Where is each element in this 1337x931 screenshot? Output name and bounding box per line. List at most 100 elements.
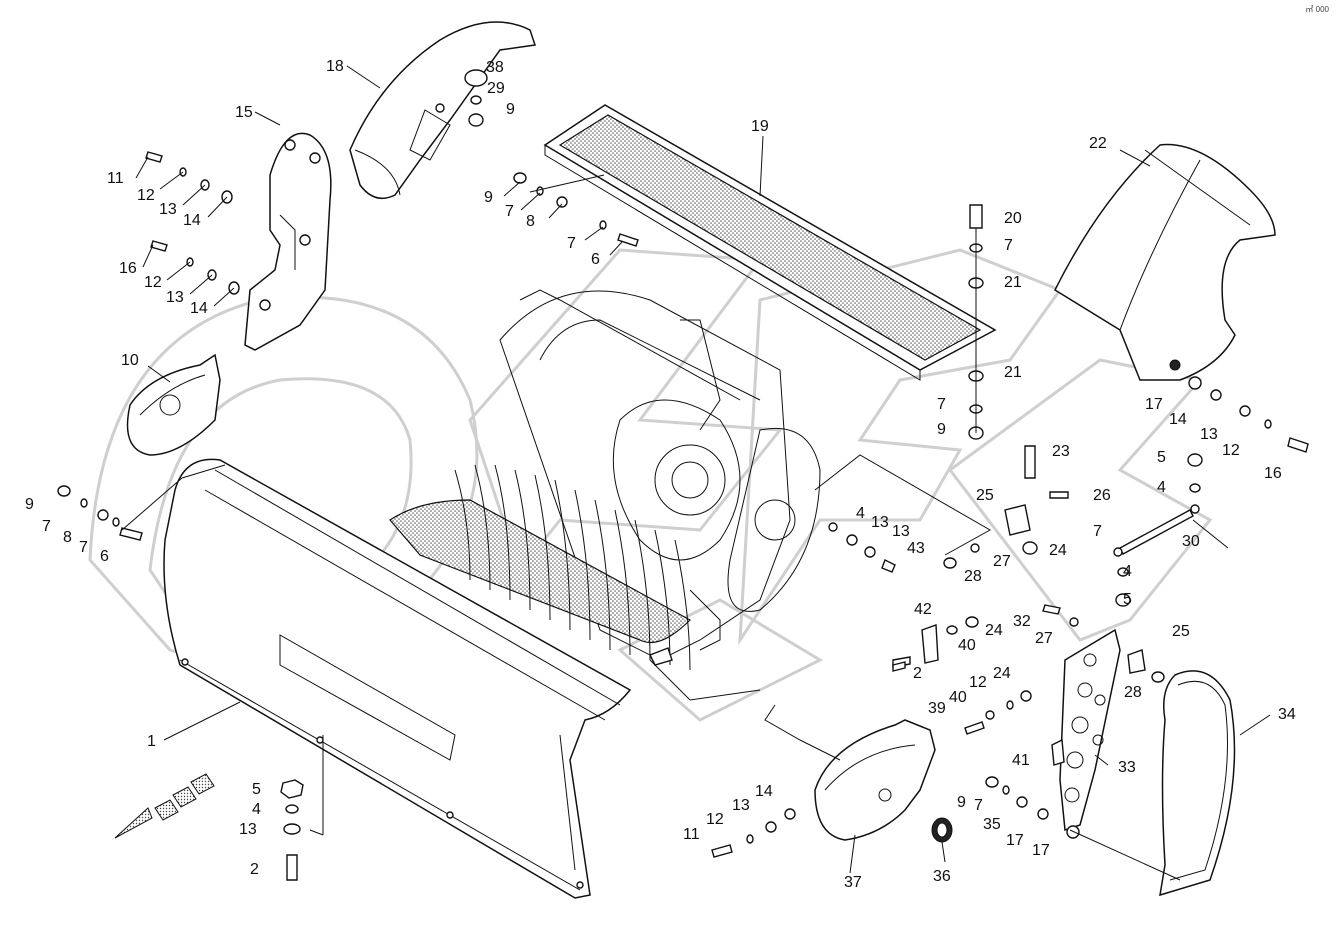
callout-35: 35	[983, 816, 1001, 833]
callout-24: 24	[985, 622, 1003, 639]
callout-14: 14	[755, 783, 773, 800]
side-plate-part	[244, 132, 332, 351]
callout-22: 22	[1089, 135, 1107, 152]
callout-13: 13	[732, 797, 750, 814]
callout-41: 41	[1012, 752, 1030, 769]
callout-40: 40	[958, 637, 976, 654]
callout-13: 13	[871, 514, 889, 531]
callout-12: 12	[706, 811, 724, 828]
callout-7: 7	[1004, 237, 1013, 254]
rotor-assembly	[389, 289, 821, 671]
callout-34: 34	[1278, 706, 1296, 723]
gas-strut-part	[1113, 504, 1200, 557]
callout-7: 7	[1093, 523, 1102, 540]
callout-7: 7	[937, 396, 946, 413]
callout-6: 6	[591, 251, 600, 268]
callout-4: 4	[252, 801, 261, 818]
callout-43: 43	[907, 540, 925, 557]
callout-7: 7	[42, 518, 51, 535]
callout-29: 29	[487, 80, 505, 97]
callout-16: 16	[1264, 465, 1282, 482]
hinge-bracket-part	[1004, 504, 1146, 674]
callout-12: 12	[969, 674, 987, 691]
callout-32: 32	[1013, 613, 1031, 630]
callout-24: 24	[1049, 542, 1067, 559]
callout-27: 27	[1035, 630, 1053, 647]
callout-38: 38	[486, 59, 504, 76]
callout-5: 5	[252, 781, 261, 798]
mesh-cover-part	[543, 104, 997, 381]
direction-arrow	[114, 773, 215, 839]
callout-14: 14	[190, 300, 208, 317]
corner-mark: ㎡ 000	[1305, 5, 1329, 14]
callout-2: 2	[913, 665, 922, 682]
callout-5: 5	[1157, 449, 1166, 466]
callout-9: 9	[957, 794, 966, 811]
callout-2: 2	[250, 861, 259, 878]
assembly-outline	[649, 454, 992, 761]
callout-26: 26	[1093, 487, 1111, 504]
callout-15: 15	[235, 104, 253, 121]
callouts: 1 2 2 4 4 4 4 5 5 5 6 6 7 7 7 7 7 7 7 7 …	[25, 58, 1296, 891]
rotor-tines	[454, 464, 691, 671]
hardware-items	[57, 69, 1309, 881]
callout-7: 7	[974, 797, 983, 814]
callout-28: 28	[964, 568, 982, 585]
callout-4: 4	[856, 505, 865, 522]
callout-11: 11	[107, 170, 124, 187]
callout-25: 25	[976, 487, 994, 504]
callout-16: 16	[119, 260, 137, 277]
callout-9: 9	[937, 421, 946, 438]
callout-39: 39	[928, 700, 946, 717]
callout-28: 28	[1124, 684, 1142, 701]
callout-12: 12	[144, 274, 162, 291]
callout-9: 9	[25, 496, 34, 513]
callout-42: 42	[914, 601, 932, 618]
callout-27: 27	[993, 553, 1011, 570]
callout-9: 9	[484, 189, 493, 206]
callout-13: 13	[892, 523, 910, 540]
callout-4: 4	[1123, 563, 1132, 580]
callout-24: 24	[993, 665, 1011, 682]
callout-33: 33	[1118, 759, 1136, 776]
callout-5: 5	[1123, 591, 1132, 608]
callout-17: 17	[1032, 842, 1050, 859]
callout-23: 23	[1052, 443, 1070, 460]
callout-36: 36	[933, 868, 951, 885]
callout-21: 21	[1004, 364, 1022, 381]
callout-4: 4	[1157, 479, 1166, 496]
callout-8: 8	[63, 529, 72, 546]
callout-13: 13	[239, 821, 257, 838]
front-cover-panel	[163, 458, 632, 899]
callout-14: 14	[183, 212, 201, 229]
callout-9: 9	[506, 101, 515, 118]
callout-21: 21	[1004, 274, 1022, 291]
callout-37: 37	[844, 874, 862, 891]
belt-part	[1159, 670, 1236, 897]
callout-19: 19	[751, 118, 769, 135]
callout-20: 20	[1004, 210, 1022, 227]
callout-25: 25	[1172, 623, 1190, 640]
small-cover-part	[126, 353, 221, 456]
callout-14: 14	[1169, 411, 1187, 428]
grommet-part	[931, 817, 953, 843]
callout-7: 7	[79, 539, 88, 556]
callout-13: 13	[159, 201, 177, 218]
callout-12: 12	[137, 187, 155, 204]
callout-40: 40	[949, 689, 967, 706]
callout-1: 1	[147, 733, 156, 750]
callout-12: 12	[1222, 442, 1240, 459]
callout-7: 7	[567, 235, 576, 252]
callout-17: 17	[1145, 396, 1163, 413]
callout-10: 10	[121, 352, 139, 369]
callout-13: 13	[1200, 426, 1218, 443]
callout-13: 13	[166, 289, 184, 306]
side-bracket-part	[1059, 628, 1121, 832]
right-hood-part	[1054, 143, 1276, 381]
callout-18: 18	[326, 58, 344, 75]
upper-hood-part	[349, 21, 536, 200]
callout-30: 30	[1182, 533, 1200, 550]
drive-cover-part	[814, 719, 936, 841]
callout-11: 11	[683, 826, 700, 843]
